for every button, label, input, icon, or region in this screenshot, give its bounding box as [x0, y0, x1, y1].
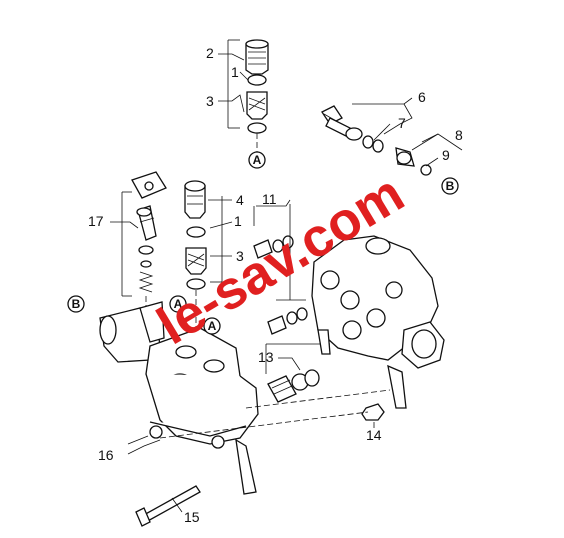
part-9-oring — [420, 164, 432, 176]
callout-3-lower: 3 — [236, 248, 244, 264]
pump-head-casting — [311, 235, 445, 409]
part-bracket-clip — [131, 171, 167, 199]
part-3-valve-lower — [185, 247, 207, 275]
svg-text:B: B — [72, 297, 81, 311]
svg-text:A: A — [253, 153, 262, 167]
part-8-plug — [395, 147, 415, 167]
callout-1-lower: 1 — [234, 213, 242, 229]
callout-16: 16 — [98, 447, 114, 463]
part-17-orings — [138, 245, 154, 268]
callout-14: 14 — [366, 427, 382, 443]
part-3-valve-top — [246, 91, 268, 120]
callout-4: 4 — [236, 192, 244, 208]
part-2-valve-cap — [245, 39, 269, 75]
callout-6: 6 — [418, 89, 426, 105]
part-oring-lower-2 — [186, 278, 206, 290]
connector-a-top: A — [248, 151, 266, 169]
part-11-upper-seals — [253, 235, 294, 259]
connector-b-right: B — [441, 177, 459, 195]
part-14-nut — [361, 403, 385, 421]
callout-9: 9 — [442, 147, 450, 163]
manifold-body — [99, 301, 259, 495]
part-15-bolt — [135, 485, 201, 527]
svg-text:B: B — [446, 179, 455, 193]
connector-b-left: B — [67, 295, 85, 313]
callout-17: 17 — [88, 213, 104, 229]
part-4-valve-cap — [184, 180, 206, 219]
callout-13: 13 — [258, 349, 274, 365]
callout-15: 15 — [184, 509, 200, 525]
part-13-valve — [267, 369, 320, 403]
part-1-oring-mid — [247, 122, 267, 134]
part-6-bypass-valve — [321, 105, 363, 141]
part-11-lower-seals — [267, 307, 308, 335]
part-1-oring-lower — [186, 226, 206, 238]
svg-text:A: A — [174, 297, 183, 311]
callout-1-top: 1 — [231, 64, 239, 80]
connector-a-mid-right: A — [203, 317, 221, 335]
part-7-orings — [362, 135, 384, 153]
part-1-oring-top — [247, 74, 267, 86]
callout-2: 2 — [206, 45, 214, 61]
callout-11: 11 — [262, 191, 277, 207]
part-17-nipple — [136, 205, 157, 241]
callout-8: 8 — [455, 127, 463, 143]
callout-7: 7 — [398, 115, 406, 131]
part-17-spring — [138, 271, 154, 293]
callout-3-top: 3 — [206, 93, 214, 109]
connector-a-mid-left: A — [169, 295, 187, 313]
svg-text:A: A — [208, 319, 217, 333]
